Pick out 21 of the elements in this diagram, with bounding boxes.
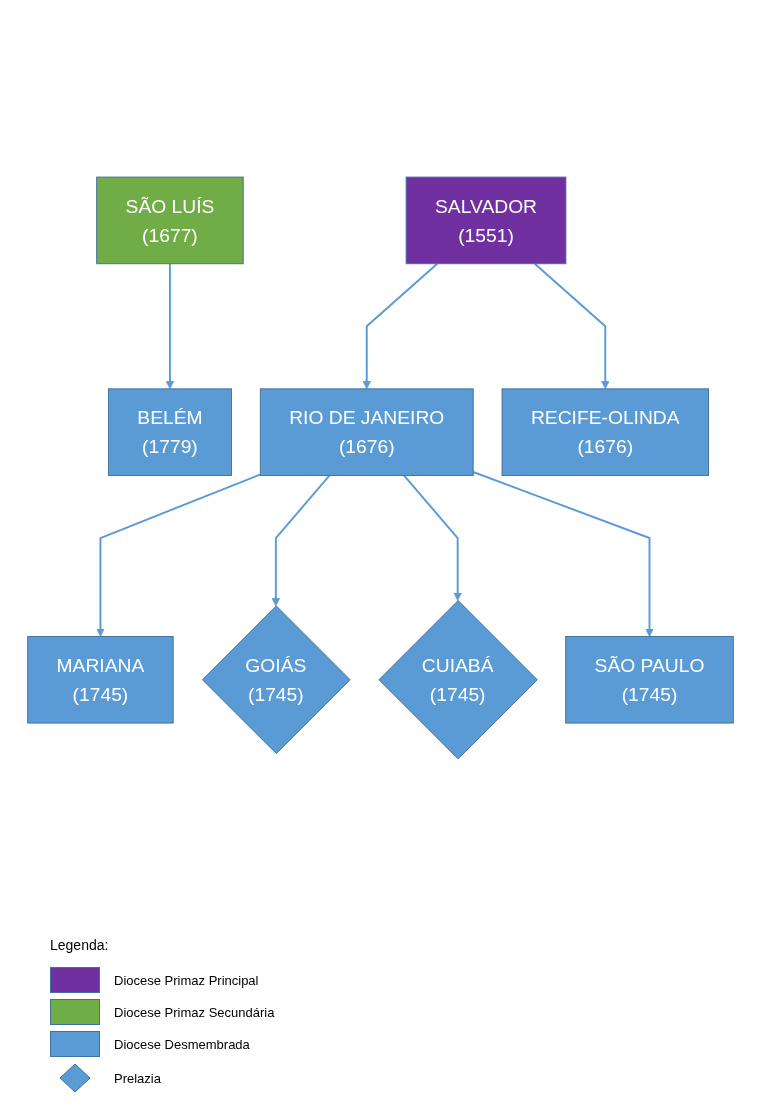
node-box: RIO DE JANEIRO (1676) (259, 388, 474, 476)
node-diamond: GOIÁS (1745) (202, 605, 351, 755)
node-box: MARIANA (1745) (27, 635, 174, 724)
node-box: SALVADOR (1551) (405, 176, 567, 265)
arrow (472, 471, 654, 637)
legend-text: Diocese Desmembrada (114, 1036, 250, 1052)
legend-text: Prelazia (114, 1070, 161, 1086)
arrow (403, 474, 462, 601)
node-box: RECIFE-OLINDA (1676) (501, 388, 709, 476)
arrow (362, 262, 439, 390)
legend-text: Diocese Primaz Secundária (114, 1004, 275, 1020)
node-diamond: CUIABÁ (1745) (378, 600, 538, 760)
legend-text: Diocese Primaz Principal (114, 972, 259, 988)
arrow (165, 262, 175, 390)
arrow (533, 262, 610, 390)
node-box: BELÉM (1779) (107, 388, 232, 476)
node-box: SÃO PAULO (1745) (565, 635, 734, 724)
arrow (96, 473, 262, 637)
legend-title: Legenda: (50, 937, 109, 953)
node-box: SÃO LUÍS (1677) (96, 176, 244, 265)
arrow (271, 474, 331, 607)
